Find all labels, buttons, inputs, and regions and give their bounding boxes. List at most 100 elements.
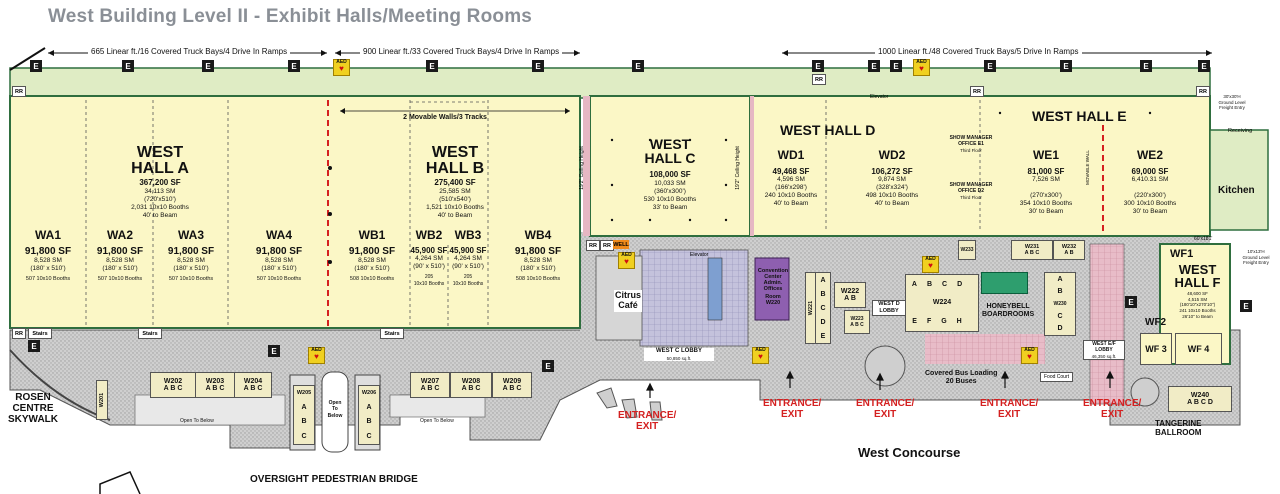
- exit-marker: E: [28, 340, 40, 352]
- exit-line: EXIT: [636, 421, 659, 432]
- bus-loading-label: Covered Bus Loading 20 Buses: [925, 370, 997, 385]
- freight-entry-line: 30'x30'H: [1223, 94, 1241, 99]
- hall-e-title: WEST HALL E: [1032, 108, 1127, 124]
- aed-marker: AED♥: [913, 59, 930, 76]
- subhall-booths: 498 10x10 Booths: [865, 192, 919, 200]
- west-c-lobby: WEST C LOBBY 50,850 sq.ft.: [644, 348, 714, 362]
- room-section: A: [1057, 275, 1063, 283]
- aed-marker: AED♥: [922, 256, 939, 273]
- kitchen-label: Kitchen: [1218, 185, 1255, 196]
- ramps-label-c: 1000 Linear ft./48 Covered Truck Bays/5 …: [875, 47, 1082, 56]
- entrance-exit-1[interactable]: ENTRANCE/ EXIT: [618, 410, 676, 432]
- room-w222[interactable]: W222 A B: [834, 282, 866, 308]
- subhall-beam: 30' to Beam: [1132, 208, 1168, 216]
- restroom-marker: RR: [970, 86, 984, 97]
- hall-f-beam: 26'10" to Beam: [1182, 313, 1213, 319]
- room-label: W209: [502, 378, 522, 385]
- room-w207[interactable]: W207 A B C: [410, 372, 450, 398]
- room-w223[interactable]: W223 A B C: [844, 310, 870, 334]
- admin-offices-label: Convention Center Admin. Offices Room W2…: [756, 268, 790, 306]
- hall-f-title: WEST HALL F: [1165, 263, 1230, 289]
- subhall-booths: 205: [424, 274, 434, 281]
- room-label: W224: [932, 299, 952, 307]
- entrance-exit-5[interactable]: ENTRANCE/ EXIT: [1083, 398, 1141, 420]
- room-section: A: [820, 276, 826, 284]
- room-w206[interactable]: W206 A B C: [358, 385, 380, 445]
- room-sections: A B C: [850, 322, 864, 328]
- entrance-exit-2[interactable]: ENTRANCE/ EXIT: [763, 398, 821, 420]
- room-w233[interactable]: W233: [958, 240, 976, 260]
- room-section: E: [820, 332, 826, 340]
- room-w230[interactable]: A B W230 C D: [1044, 272, 1076, 336]
- room-w209[interactable]: W209 A B C: [492, 372, 532, 398]
- hall-f-size: (180'10"x270'10"): [1179, 302, 1216, 308]
- room-label: W203: [205, 378, 225, 385]
- honeybell-rooms[interactable]: [981, 272, 1028, 294]
- hall-f-booths: 241 10x10 Booths: [1179, 307, 1216, 313]
- room-label: W232: [1061, 244, 1077, 250]
- hall-f-title-line-1: WEST: [1178, 262, 1217, 277]
- entrance-exit-4[interactable]: ENTRANCE/ EXIT: [980, 398, 1038, 420]
- west-ef-lobby: WEST E/F LOBBY 46,350 sq.ft.: [1083, 340, 1125, 361]
- room-w201[interactable]: W201: [96, 380, 108, 420]
- room-label: W208: [461, 378, 481, 385]
- freight-entry-line: Ground Level: [1218, 99, 1246, 105]
- restroom-marker: RR: [586, 240, 600, 251]
- subhall-size: (180' x 510'): [261, 265, 297, 273]
- room-w240[interactable]: W240 A B C D: [1168, 386, 1232, 412]
- room-w202[interactable]: W202 A B C: [150, 372, 196, 398]
- subhall-wa1: WA1 91,800 SF 8,528 SM (180' x 510') 507…: [12, 228, 84, 283]
- stairs-marker: Stairs: [28, 328, 52, 339]
- room-w231[interactable]: W231 A B C: [1011, 240, 1053, 260]
- subhall-size: (270'x300'): [1030, 192, 1062, 200]
- room-label: W233: [960, 247, 974, 253]
- room-w204[interactable]: W204 A B C: [234, 372, 272, 398]
- admin-line: Convention: [757, 268, 789, 274]
- entrance-exit-3[interactable]: ENTRANCE/ EXIT: [856, 398, 914, 420]
- room-label: W204: [243, 378, 263, 385]
- subhall-wb4: WB4 91,800 SF 8,528 SM (180' x 510') 508…: [500, 228, 576, 283]
- room-w208[interactable]: W208 A B C: [450, 372, 492, 398]
- hall-c-sf: 108,000 SF: [649, 170, 691, 179]
- exit-marker: E: [632, 60, 644, 72]
- room-label: W202: [163, 378, 183, 385]
- pedestrian-bridge-label: OVERSIGHT PEDESTRIAN BRIDGE: [250, 474, 418, 485]
- room-sections: A B C: [243, 385, 263, 392]
- west-ef-lobby-line-1: WEST E/F: [1092, 341, 1116, 347]
- hall-f-sm: 4,515 SM: [1187, 296, 1208, 302]
- hall-b-booths: 1,521 10x10 Booths: [426, 204, 484, 212]
- hall-c-title: WEST HALL C: [615, 137, 725, 165]
- room-w203[interactable]: W203 A B C: [195, 372, 235, 398]
- subhall-sm: 8,528 SM: [265, 257, 293, 264]
- subhall-name: WB1: [358, 228, 386, 242]
- hall-b-title-line-2: HALL B: [425, 160, 485, 177]
- subhall-size: (328'x324'): [876, 184, 908, 192]
- admin-line: Offices: [763, 286, 783, 293]
- subhall-booths: 240 10x10 Booths: [764, 192, 818, 200]
- aed-marker: AED♥: [752, 347, 769, 364]
- hall-f-stats: 48,600 SF 4,515 SM (180'10"x270'10") 241…: [1165, 291, 1230, 319]
- room-w232[interactable]: W232 A B: [1053, 240, 1085, 260]
- hall-a-beam: 40' to Beam: [142, 212, 178, 220]
- room-w224[interactable]: ABCD W224 EFGH: [905, 274, 979, 332]
- freight-entry-right: 10'x13'H Ground Level Freight Entry: [1236, 249, 1276, 266]
- freight-entry-top: 30'x30'H Ground Level Freight Entry: [1212, 94, 1252, 111]
- subhall-sm: 9,874 SM: [878, 176, 906, 183]
- west-d-lobby: WEST D LOBBY: [872, 300, 906, 316]
- subhall-sm: 4,596 SM: [777, 176, 805, 183]
- west-d-lobby-line-1: WEST D: [878, 301, 900, 307]
- subhall-sf: 69,000 SF: [1131, 167, 1169, 176]
- room-w221[interactable]: A B C D E: [815, 272, 831, 344]
- office-d2-line-3: Third Floor: [960, 194, 982, 200]
- entrance-line: ENTRANCE/: [618, 410, 677, 421]
- entrance-line: ENTRANCE/: [1083, 398, 1142, 409]
- west-concourse-label: West Concourse: [858, 445, 961, 460]
- room-w205[interactable]: W205 A B C: [293, 385, 315, 445]
- subhall-sf: 106,272 SF: [871, 167, 913, 176]
- hall-a-booths: 2,031 10x10 Booths: [131, 204, 189, 212]
- hall-f-sf: 48,600 SF: [1187, 291, 1208, 296]
- map-title: West Building Level II - Exhibit Halls/M…: [48, 6, 533, 27]
- hall-c-size: (360'x300'): [654, 188, 686, 196]
- subhall-booths-unit: 10x10 Booths: [452, 280, 484, 287]
